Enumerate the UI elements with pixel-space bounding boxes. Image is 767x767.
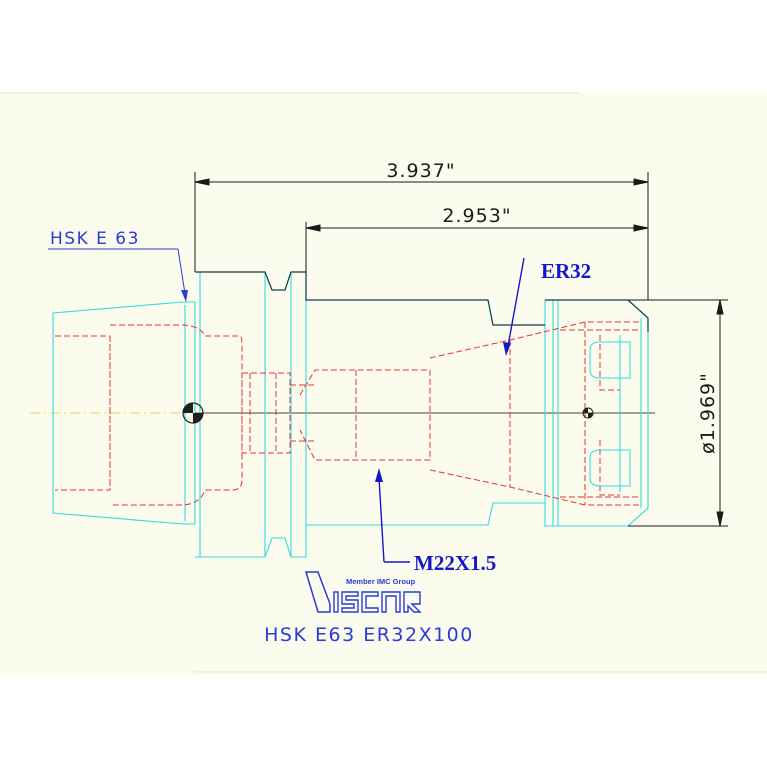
dimension-lines bbox=[194, 172, 728, 527]
center-marker-nut-fill bbox=[583, 408, 593, 418]
thread-leader-arrow bbox=[375, 468, 383, 482]
part-title: HSK E63 ER32X100 bbox=[264, 624, 474, 646]
dimension-overall-length: 3.937" bbox=[386, 160, 455, 182]
tool-top-edge bbox=[195, 271, 649, 332]
thread-callout: M22X1.5 bbox=[414, 551, 496, 575]
dimension-body-length: 2.953" bbox=[442, 205, 511, 227]
logo-tagline: Member IMC Group bbox=[346, 577, 416, 586]
dimension-diameter: ø1.969" bbox=[697, 372, 719, 454]
thread-leader bbox=[378, 477, 385, 563]
center-marker-shank-fill bbox=[183, 403, 203, 423]
company-logo: Member IMC Group bbox=[304, 571, 422, 613]
interface-leader-arrow bbox=[181, 290, 188, 302]
collet-leader-arrow bbox=[503, 342, 511, 356]
collet-callout: ER32 bbox=[541, 259, 591, 283]
nut-details bbox=[589, 335, 631, 492]
collet-leader bbox=[507, 257, 525, 347]
interface-label: HSK E 63 bbox=[50, 229, 140, 249]
logo-brand-letters bbox=[333, 591, 422, 613]
logo-mark bbox=[304, 571, 331, 613]
drawing-sheet bbox=[0, 93, 767, 675]
hidden-lines bbox=[55, 321, 640, 506]
